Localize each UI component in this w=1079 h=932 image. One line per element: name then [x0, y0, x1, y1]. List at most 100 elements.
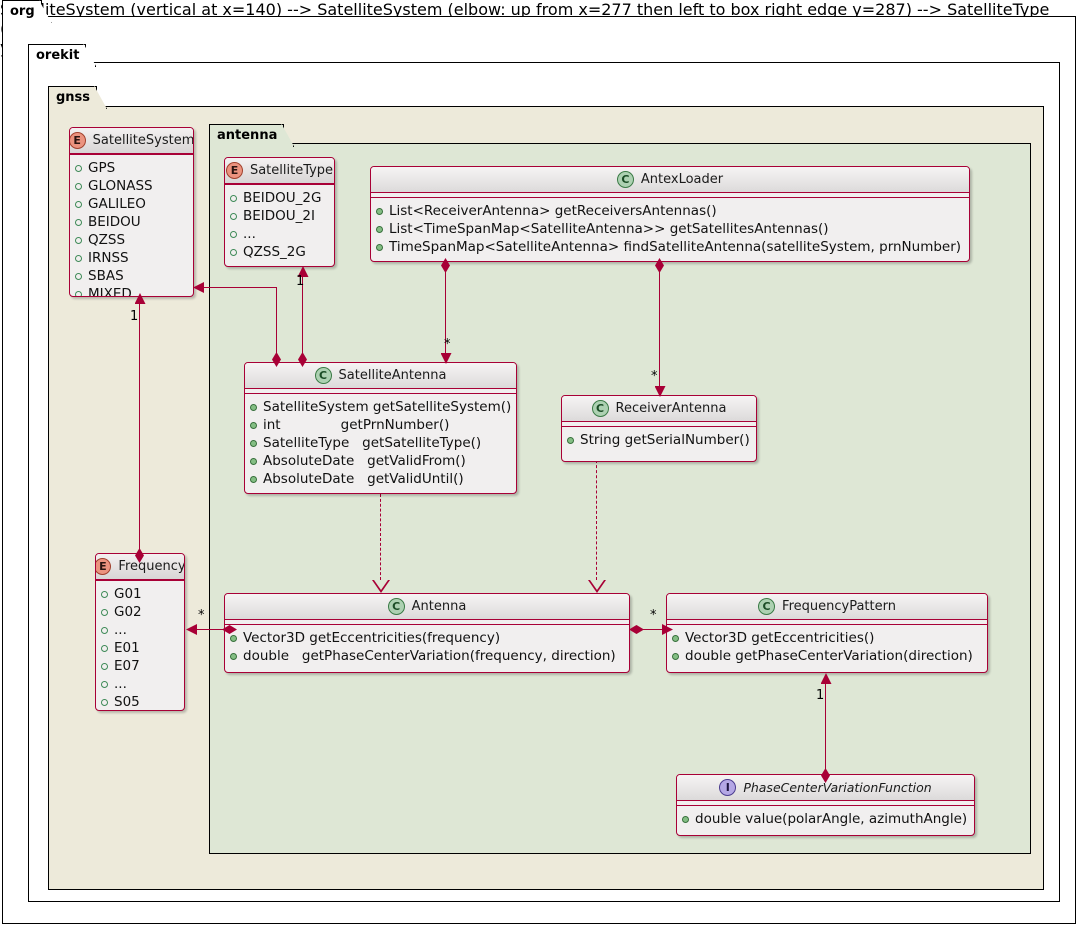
node-antex-loader[interactable]: C AntexLoader List<ReceiverAntenna> getR… [370, 166, 970, 262]
arrowhead-satellitesystem-2 [193, 282, 204, 293]
member-row: SatelliteType getSatelliteType() [250, 434, 512, 452]
node-header-satellite-type: E SatelliteType [225, 158, 334, 184]
edge-pcvf-frequencypattern [825, 680, 827, 775]
member-row: Vector3D getEccentricities() [672, 629, 983, 647]
node-divider-band [562, 422, 756, 427]
member-label: AbsoluteDate getValidUntil() [263, 471, 464, 487]
member-row: QZSS [75, 231, 189, 249]
diamond-frequency [135, 548, 144, 563]
member-row: E01 [101, 639, 180, 657]
class-badge-icon: C [314, 367, 332, 384]
arrowhead-satellitesystem [134, 293, 146, 304]
arrowhead-satellitetype [297, 266, 309, 277]
public-member-icon [230, 634, 237, 642]
member-row: AbsoluteDate getValidUntil() [250, 470, 512, 488]
node-footer-band [225, 266, 334, 267]
enum-literal-icon [101, 590, 108, 598]
node-title-frequency-pattern: FrequencyPattern [782, 599, 896, 614]
node-header-frequency-pattern: C FrequencyPattern [667, 594, 987, 620]
public-member-icon [376, 207, 383, 215]
public-member-icon [672, 652, 679, 660]
arrowhead-frequency [186, 624, 197, 635]
node-frequency[interactable]: E Frequency G01 G02 ... E01 E07 ... S05 [95, 553, 185, 711]
member-row: BEIDOU_2G [230, 189, 330, 207]
node-satellite-type[interactable]: E SatelliteType BEIDOU_2G BEIDOU_2I ... … [224, 157, 335, 267]
member-label: TimeSpanMap<SatelliteAntenna> findSatell… [389, 239, 962, 255]
member-row: GLONASS [75, 177, 189, 195]
member-label: BEIDOU_2G [243, 190, 322, 206]
enum-literal-icon [101, 680, 108, 688]
node-antenna[interactable]: C Antenna Vector3D getEccentricities(fre… [224, 593, 630, 673]
edge-satelliteantenna-satellitesystem-h [201, 287, 277, 289]
edge-satelliteantenna-antenna [380, 494, 381, 580]
member-label: GPS [88, 160, 116, 176]
member-row: MIXED [75, 285, 189, 296]
node-header-receiver-antenna: C ReceiverAntenna [562, 396, 756, 422]
public-member-icon [376, 243, 383, 251]
multiplicity-antexloader-receiverantenna: * [651, 369, 658, 384]
diamond-antexloader-receiverantenna [655, 258, 664, 273]
enum-literal-icon [75, 272, 82, 280]
node-phase-center-variation-function[interactable]: I PhaseCenterVariationFunction double va… [676, 774, 975, 836]
member-row: ... [230, 225, 330, 243]
diamond-pcvf [821, 768, 830, 783]
member-row: G01 [101, 585, 180, 603]
public-member-icon [567, 436, 574, 444]
multiplicity-antenna-frequency: * [198, 608, 205, 623]
node-members-frequency-pattern: Vector3D getEccentricities() double getP… [667, 625, 987, 670]
node-divider-band [245, 389, 516, 394]
member-row: List<ReceiverAntenna> getReceiversAntenn… [376, 202, 965, 220]
member-label: Vector3D getEccentricities(frequency) [243, 630, 501, 646]
member-label: BEIDOU [88, 214, 141, 230]
enum-literal-icon [75, 290, 82, 296]
public-member-icon [376, 225, 383, 233]
member-label: List<ReceiverAntenna> getReceiversAntenn… [389, 203, 717, 219]
node-satellite-system[interactable]: E SatelliteSystem GPS GLONASS GALILEO BE… [69, 127, 194, 297]
realization-arrow-antenna-left [372, 580, 390, 593]
public-member-icon [682, 815, 689, 823]
node-receiver-antenna[interactable]: C ReceiverAntenna String getSerialNumber… [561, 395, 757, 462]
node-members-satellite-system: GPS GLONASS GALILEO BEIDOU QZSS IRNSS SB… [70, 154, 193, 296]
member-label: GLONASS [88, 178, 153, 194]
node-satellite-antenna[interactable]: C SatelliteAntenna SatelliteSystem getSa… [244, 362, 517, 494]
node-title-antex-loader: AntexLoader [640, 172, 724, 187]
package-tab-orekit: orekit [28, 44, 87, 66]
public-member-icon [250, 403, 257, 411]
node-members-antex-loader: List<ReceiverAntenna> getReceiversAntenn… [371, 198, 969, 261]
node-header-satellite-antenna: C SatelliteAntenna [245, 363, 516, 389]
package-tab-org: org [2, 0, 42, 22]
enum-badge-icon: E [225, 162, 243, 179]
multiplicity-antenna-frequencypattern: * [650, 608, 657, 623]
diamond-satelliteantenna-type [298, 352, 307, 367]
member-row: G02 [101, 603, 180, 621]
member-row: BEIDOU_2I [230, 207, 330, 225]
member-label: AbsoluteDate getValidFrom() [263, 453, 466, 469]
member-label: QZSS_2G [243, 244, 306, 260]
node-title-satellite-antenna: SatelliteAntenna [338, 368, 447, 383]
enum-badge-icon: E [96, 558, 112, 575]
enum-literal-icon [101, 644, 108, 652]
enum-literal-icon [230, 194, 237, 202]
member-label: IRNSS [88, 250, 129, 266]
arrowhead-frequencypattern [662, 624, 673, 635]
public-member-icon [250, 475, 257, 483]
member-row: String getSerialNumber() [567, 431, 752, 449]
multiplicity-frequency-satellitesystem: 1 [130, 309, 139, 324]
multiplicity-antexloader-satelliteantenna: * [444, 337, 451, 352]
edge-antenna-frequencypattern [629, 629, 671, 631]
class-badge-icon: C [591, 400, 609, 417]
diamond-satelliteantenna-system [272, 352, 281, 367]
package-tab-antenna: antenna [209, 124, 285, 146]
public-member-icon [672, 634, 679, 642]
enum-literal-icon [101, 662, 108, 670]
node-title-phase-center-variation-function: PhaseCenterVariationFunction [743, 780, 932, 795]
node-title-frequency: Frequency [118, 559, 185, 574]
node-frequency-pattern[interactable]: C FrequencyPattern Vector3D getEccentric… [666, 593, 988, 673]
member-row: GPS [75, 159, 189, 177]
member-label: Vector3D getEccentricities() [685, 630, 875, 646]
node-members-phase-center-variation-function: double value(polarAngle, azimuthAngle) [677, 806, 974, 833]
member-label: SBAS [88, 268, 124, 284]
enum-literal-icon [75, 182, 82, 190]
member-row: E07 [101, 657, 180, 675]
enum-badge-icon: E [70, 132, 86, 149]
